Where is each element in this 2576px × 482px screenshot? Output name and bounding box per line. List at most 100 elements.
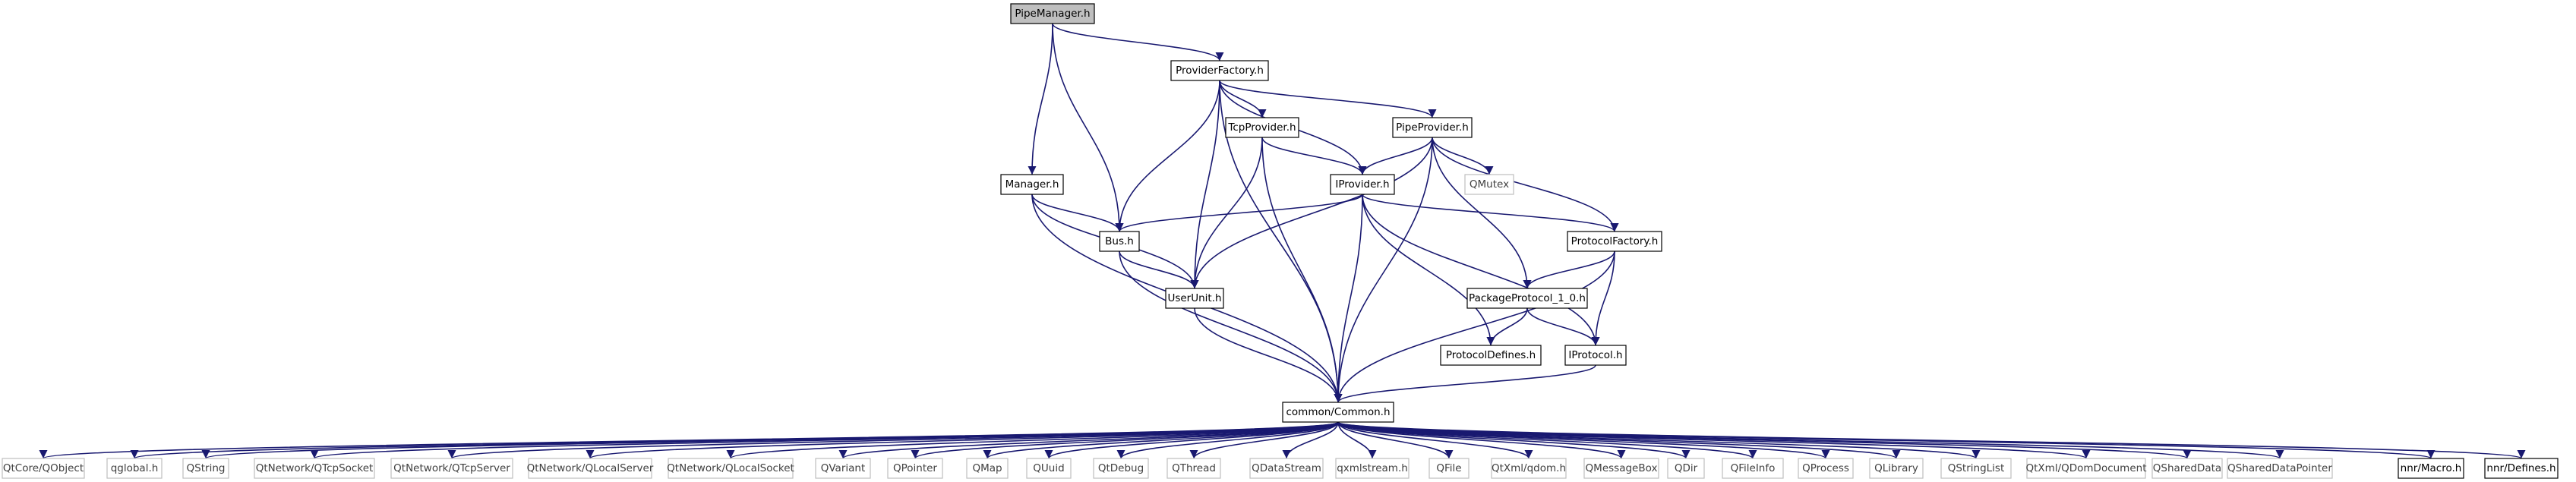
edge-providerfactory-to-pipeprovider — [1219, 80, 1437, 118]
node-qtcpserver: QtNetwork/QTcpServer — [390, 458, 513, 479]
edge-common-to-defines — [1337, 421, 2525, 459]
node-providerfactory[interactable]: ProviderFactory.h — [1170, 60, 1269, 81]
edge-common-to-qpointer — [911, 421, 1339, 459]
edge-iprovider-to-bus — [1115, 194, 1363, 232]
node-packageprotocol[interactable]: PackageProtocol_1_0.h — [1466, 288, 1588, 309]
edge-protocolfactory-to-packageprotocol — [1523, 250, 1615, 289]
node-qlocalsocket: QtNetwork/QLocalSocket — [667, 458, 794, 479]
edge-pipeprovider-to-protocolfactory — [1432, 137, 1619, 232]
node-label: QProcess — [1802, 462, 1849, 474]
node-qdom: QtXml/qdom.h — [1491, 458, 1567, 479]
edge-common-to-qmessagebox — [1337, 421, 1626, 459]
node-label: nnr/Macro.h — [2401, 462, 2462, 474]
node-userunit[interactable]: UserUnit.h — [1165, 288, 1224, 309]
edge-providerfactory-to-tcpprovider — [1219, 80, 1267, 118]
node-label: QDir — [1675, 462, 1698, 474]
node-qfile: QFile — [1428, 458, 1470, 479]
node-qshareddatapointer: QSharedDataPointer — [2227, 458, 2333, 479]
edge-common-to-qxmlstream — [1337, 421, 1377, 459]
node-label: ProtocolFactory.h — [1571, 235, 1659, 247]
node-label: PackageProtocol_1_0.h — [1469, 292, 1586, 304]
edge-providerfactory-to-userunit — [1190, 80, 1220, 289]
edge-pipemanager-to-manager — [1028, 23, 1053, 175]
edge-tcpprovider-to-iprovider — [1261, 137, 1367, 175]
edge-common-to-quuid — [1044, 421, 1339, 459]
node-label: PipeProvider.h — [1396, 121, 1469, 134]
node-label: IProtocol.h — [1568, 349, 1622, 361]
edge-pipemanager-to-providerfactory — [1052, 23, 1224, 61]
edge-iprovider-to-protocoldefines — [1362, 194, 1495, 346]
node-qtcpsocket: QtNetwork/QTcpSocket — [254, 458, 375, 479]
node-defines[interactable]: nnr/Defines.h — [2484, 458, 2559, 479]
edge-packageprotocol-to-iprotocol — [1526, 307, 1600, 346]
node-qstring: QString — [182, 458, 229, 479]
node-label: Manager.h — [1005, 178, 1059, 191]
edge-common-to-qtcpsocket — [311, 421, 1339, 459]
node-qvariant: QVariant — [815, 458, 871, 479]
edge-common-to-qlocalsocket — [726, 421, 1339, 459]
node-qstringlist: QStringList — [1940, 458, 2012, 479]
edge-common-to-qdom — [1337, 421, 1533, 459]
node-iprovider[interactable]: IProvider.h — [1330, 174, 1395, 195]
node-label: Bus.h — [1105, 235, 1134, 247]
edge-protocolfactory-to-common — [1334, 250, 1615, 403]
edge-common-to-qdomdocument — [1337, 421, 2091, 459]
node-pipemanager[interactable]: PipeManager.h — [1010, 3, 1095, 24]
node-pipeprovider[interactable]: PipeProvider.h — [1392, 117, 1473, 138]
edge-userunit-to-common — [1194, 307, 1343, 403]
edge-pipeprovider-to-iprovider — [1358, 137, 1433, 175]
node-manager[interactable]: Manager.h — [1000, 174, 1064, 195]
edge-tcpprovider-to-common — [1261, 137, 1343, 403]
node-label: QPointer — [893, 462, 937, 474]
node-qtdebug: QtDebug — [1093, 458, 1149, 479]
node-label: ProtocolDefines.h — [1446, 349, 1536, 361]
node-label: QUuid — [1033, 462, 1064, 474]
edge-tcpprovider-to-userunit — [1190, 137, 1263, 289]
edge-providerfactory-to-bus — [1115, 80, 1220, 232]
node-label: QFile — [1436, 462, 1461, 474]
edge-iprovider-to-protocolfactory — [1362, 194, 1619, 232]
dependency-edges — [39, 23, 2525, 459]
node-qmessagebox: QMessageBox — [1583, 458, 1659, 479]
node-label: ProviderFactory.h — [1176, 65, 1264, 77]
file-nodes: PipeManager.hProviderFactory.hTcpProvide… — [2, 3, 2559, 479]
node-macro[interactable]: nnr/Macro.h — [2398, 458, 2464, 479]
node-qmutex: QMutex — [1464, 174, 1514, 195]
node-label: QtCore/QObject — [3, 462, 84, 474]
node-label: QFileInfo — [1731, 462, 1776, 474]
node-qdir: QDir — [1667, 458, 1705, 479]
node-protocoldefines[interactable]: ProtocolDefines.h — [1440, 345, 1542, 366]
edge-common-to-qtcoreqobject — [39, 421, 1339, 459]
edge-bus-to-userunit — [1119, 250, 1199, 289]
node-bus[interactable]: Bus.h — [1099, 231, 1140, 252]
edge-common-to-qtdebug — [1116, 421, 1339, 459]
node-qlibrary: QLibrary — [1869, 458, 1924, 479]
edge-pipeprovider-to-common — [1334, 137, 1433, 403]
node-label: QLibrary — [1874, 462, 1918, 474]
edge-pipeprovider-to-userunit — [1190, 137, 1433, 289]
node-label: QtXml/qdom.h — [1492, 462, 1566, 474]
edge-pipeprovider-to-packageprotocol — [1432, 137, 1532, 289]
edge-iprovider-to-common — [1334, 194, 1363, 403]
node-label: PipeManager.h — [1015, 8, 1090, 20]
node-tcpprovider[interactable]: TcpProvider.h — [1225, 117, 1299, 138]
node-common[interactable]: common/Common.h — [1282, 402, 1394, 423]
node-qdomdocument: QtXml/QDomDocument — [2026, 458, 2147, 479]
node-label: QMutex — [1470, 178, 1509, 191]
node-label: UserUnit.h — [1167, 292, 1221, 304]
node-protocolfactory[interactable]: ProtocolFactory.h — [1567, 231, 1662, 252]
node-qfileinfo: QFileInfo — [1722, 458, 1784, 479]
node-label: QtNetwork/QLocalSocket — [667, 462, 794, 474]
node-label: qxmlstream.h — [1337, 462, 1408, 474]
edge-protocolfactory-to-iprotocol — [1591, 250, 1615, 346]
node-quuid: QUuid — [1026, 458, 1072, 479]
node-label: QtNetwork/QTcpSocket — [256, 462, 374, 474]
node-qthread: QThread — [1166, 458, 1221, 479]
edge-packageprotocol-to-protocoldefines — [1486, 307, 1528, 346]
node-qpointer: QPointer — [887, 458, 943, 479]
node-label: QDataStream — [1252, 462, 1321, 474]
node-label: QMessageBox — [1586, 462, 1658, 474]
node-label: QMap — [972, 462, 1002, 474]
node-iprotocol[interactable]: IProtocol.h — [1564, 345, 1627, 366]
